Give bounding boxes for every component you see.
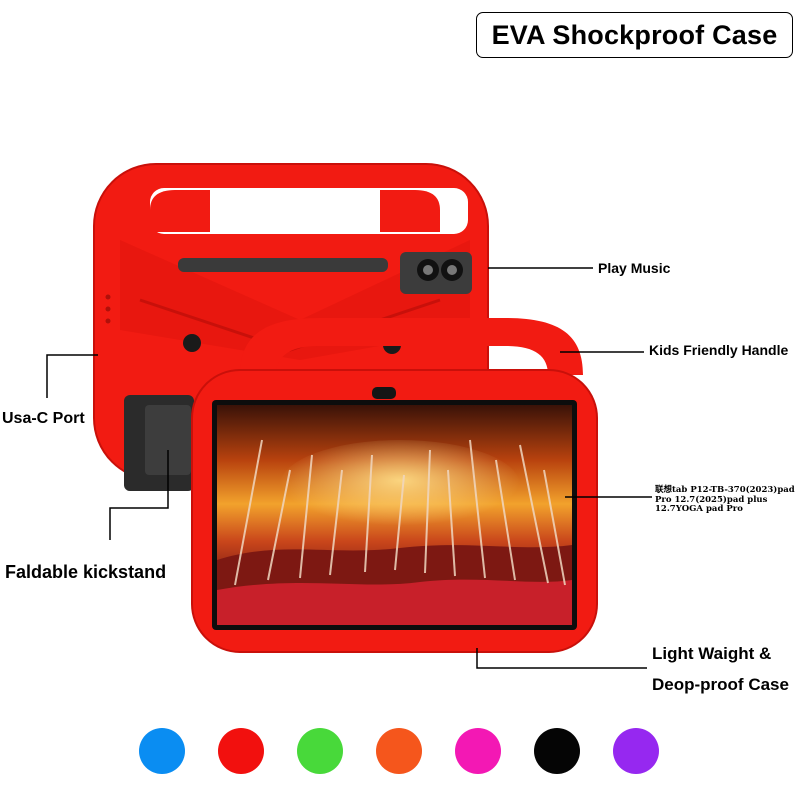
color-swatch-pink[interactable] xyxy=(455,728,501,774)
camera-icon xyxy=(400,252,472,294)
color-swatch-green[interactable] xyxy=(297,728,343,774)
kickstand-label: Faldable kickstand xyxy=(5,562,167,582)
light-weight-label: Light Waight & xyxy=(652,644,772,663)
drop-proof-label: Deop-proof Case xyxy=(652,675,789,694)
usb-port-label: Usa-C Port xyxy=(2,410,85,427)
stylus-slot xyxy=(178,258,388,272)
color-swatch-red[interactable] xyxy=(218,728,264,774)
title-box: EVA Shockproof Case xyxy=(476,12,793,58)
color-swatch-orange[interactable] xyxy=(376,728,422,774)
color-swatch-blue[interactable] xyxy=(139,728,185,774)
model-line-3: 12.7YOGA pad Pro xyxy=(655,504,743,514)
kickstand xyxy=(124,395,194,491)
kids-handle-label: Kids Friendly Handle xyxy=(649,342,789,358)
page-title: EVA Shockproof Case xyxy=(491,19,778,50)
play-music-label: Play Music xyxy=(598,260,671,276)
model-compatibility-label: 联想tab P12-TB-370(2023)pad Pro 12.7(2025)… xyxy=(655,485,795,515)
model-line-1: 联想tab P12-TB-370(2023)pad xyxy=(655,485,795,495)
callout-lines xyxy=(46,267,652,669)
front-case xyxy=(191,318,598,653)
color-swatch-black[interactable] xyxy=(534,728,580,774)
color-swatch-purple[interactable] xyxy=(613,728,659,774)
front-handle xyxy=(240,318,583,375)
model-line-2: Pro 12.7(2025)pad plus xyxy=(655,494,768,505)
screw xyxy=(183,334,201,352)
